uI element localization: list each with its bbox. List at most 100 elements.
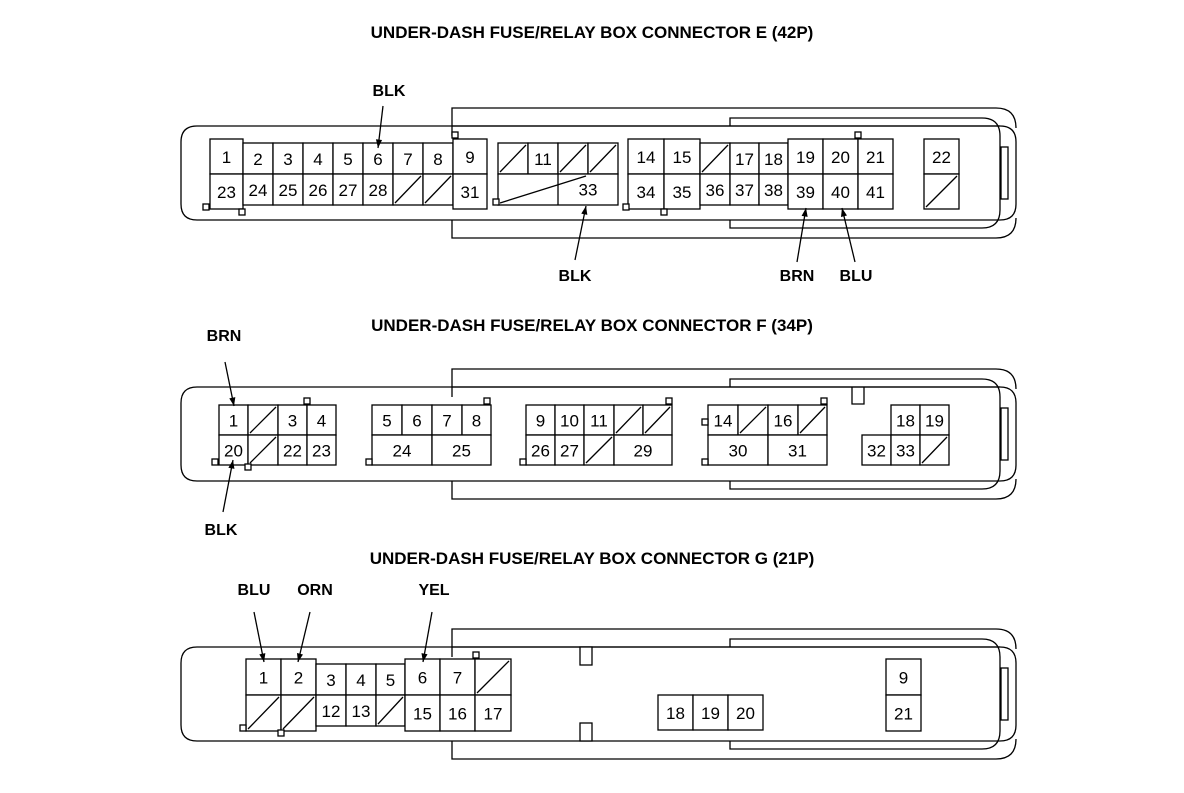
- unused-pin-slash: [282, 696, 315, 730]
- pin-number: 2: [294, 669, 303, 688]
- pin-number: 26: [531, 442, 550, 461]
- unused-pin-slash: [921, 436, 948, 464]
- pin-number: 9: [536, 412, 545, 431]
- key-notch: [579, 722, 593, 742]
- connector-inner-rail: [729, 638, 1001, 750]
- pin-number: 36: [706, 181, 725, 200]
- wire-color-label: BRN: [207, 328, 242, 345]
- wire-color-label: BRN: [780, 268, 815, 285]
- pin-cell: [890, 434, 921, 466]
- unused-pin-slash: [249, 436, 277, 464]
- pin-cell: [404, 694, 441, 732]
- connector-lock-rail: [451, 368, 1017, 390]
- pin-number: 3: [288, 412, 297, 431]
- pin-number: 22: [283, 442, 302, 461]
- pin-number: 8: [433, 150, 442, 169]
- pin-number: 32: [867, 442, 886, 461]
- key-nub: [239, 724, 247, 732]
- pin-number: 14: [637, 148, 656, 167]
- pin-number: 9: [899, 669, 908, 688]
- unused-pin-slash: [377, 696, 404, 725]
- connector-body: [180, 386, 1017, 482]
- pin-number: 35: [673, 183, 692, 202]
- pin-number: 14: [714, 412, 733, 431]
- pin-number: 18: [896, 412, 915, 431]
- pin-number: 17: [484, 705, 503, 724]
- unused-pin-slash: [589, 144, 617, 173]
- pin-number: 39: [796, 183, 815, 202]
- pin-number: 34: [637, 183, 656, 202]
- pin-number: 22: [932, 148, 951, 167]
- pin-number: 33: [896, 442, 915, 461]
- pin-cell: [627, 138, 665, 175]
- pin-number: 1: [229, 412, 238, 431]
- pin-cell: [452, 138, 488, 175]
- key-nub: [519, 458, 527, 466]
- key-nub: [211, 458, 219, 466]
- pin-number: 18: [666, 704, 685, 723]
- pin-number: 25: [452, 442, 471, 461]
- pin-cell: [729, 142, 760, 175]
- pin-cell: [663, 138, 701, 175]
- pin-cell: [332, 173, 364, 206]
- connector-G: UNDER-DASH FUSE/RELAY BOX CONNECTOR G (2…: [180, 549, 1017, 760]
- leader-arrow: [296, 653, 303, 662]
- pin-number: 11: [534, 150, 552, 169]
- connector-lock-rail: [451, 107, 1017, 129]
- pin-number: 7: [442, 412, 451, 431]
- leader-arrow: [229, 397, 236, 406]
- leader-line: [253, 611, 265, 663]
- connector-title: UNDER-DASH FUSE/RELAY BOX CONNECTOR E (4…: [371, 23, 814, 42]
- pin-number: 24: [249, 181, 268, 200]
- pin-number: 20: [736, 704, 755, 723]
- key-nub: [244, 463, 252, 471]
- pin-cell: [439, 658, 476, 696]
- key-nub: [483, 397, 491, 405]
- pin-cell: [209, 138, 244, 175]
- key-nub: [202, 203, 210, 211]
- wire-color-label: YEL: [418, 582, 449, 599]
- key-notch: [851, 387, 865, 405]
- pin-cell: [474, 694, 512, 732]
- connector-latch: [1000, 146, 1009, 200]
- wire-color-label: BLK: [205, 522, 238, 539]
- pin-cell: [371, 434, 433, 466]
- pin-cell: [401, 404, 433, 436]
- pin-cell: [822, 138, 859, 175]
- pin-number: 12: [322, 702, 341, 721]
- pin-cell: [857, 173, 894, 210]
- pin-cell: [822, 173, 859, 210]
- pin-number: 21: [866, 148, 885, 167]
- unused-pin-slash: [424, 175, 452, 204]
- leader-arrow: [259, 653, 266, 662]
- pin-number: 40: [831, 183, 850, 202]
- connector-lock-rail: [451, 628, 1017, 650]
- pin-number: 17: [735, 150, 754, 169]
- pin-cell: [857, 138, 894, 175]
- pin-cell: [345, 694, 377, 727]
- leader-arrow: [840, 208, 847, 217]
- connector-title: UNDER-DASH FUSE/RELAY BOX CONNECTOR F (3…: [371, 316, 813, 335]
- unused-pin-slash: [701, 144, 729, 173]
- wire-color-label: BLK: [373, 83, 406, 100]
- pin-number: 7: [403, 150, 412, 169]
- connector-body: [180, 646, 1017, 742]
- connector-inner-rail: [729, 378, 1001, 490]
- pin-cell: [277, 434, 308, 466]
- leader-arrow: [421, 653, 428, 662]
- key-nub: [451, 131, 459, 139]
- pin-number: 19: [925, 412, 944, 431]
- pin-number: 5: [386, 671, 395, 690]
- pin-number: 25: [279, 181, 298, 200]
- connector-latch: [1000, 407, 1009, 461]
- pin-number: 19: [796, 148, 815, 167]
- pin-cell: [272, 173, 304, 206]
- leader-line: [297, 611, 311, 663]
- wire-color-label: BLU: [238, 582, 271, 599]
- pin-number: 7: [453, 669, 462, 688]
- key-nub: [660, 208, 668, 216]
- pin-cell: [431, 434, 492, 466]
- pin-number: 31: [461, 183, 480, 202]
- key-nub: [238, 208, 246, 216]
